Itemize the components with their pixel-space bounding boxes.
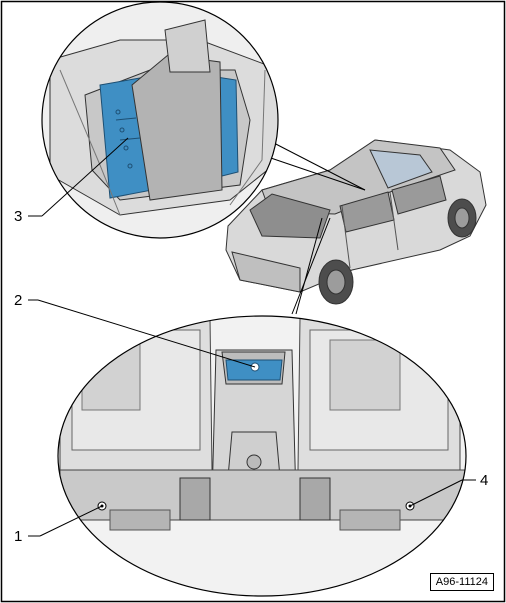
shift-lever-detail-view [42, 2, 278, 238]
top-detail-circle [41, 1, 279, 239]
callout-1: 1 [14, 528, 22, 545]
detail-leader-lines [261, 139, 366, 315]
callout-leaders [28, 137, 476, 537]
underbody-detail-view [58, 316, 466, 596]
callout-3: 3 [14, 208, 22, 225]
callout-2: 2 [14, 292, 22, 309]
vehicle-illustration [225, 139, 487, 305]
figure-id-label: A96-11124 [429, 573, 494, 591]
bottom-detail-ellipse [57, 315, 467, 597]
callout-4: 4 [480, 472, 488, 489]
